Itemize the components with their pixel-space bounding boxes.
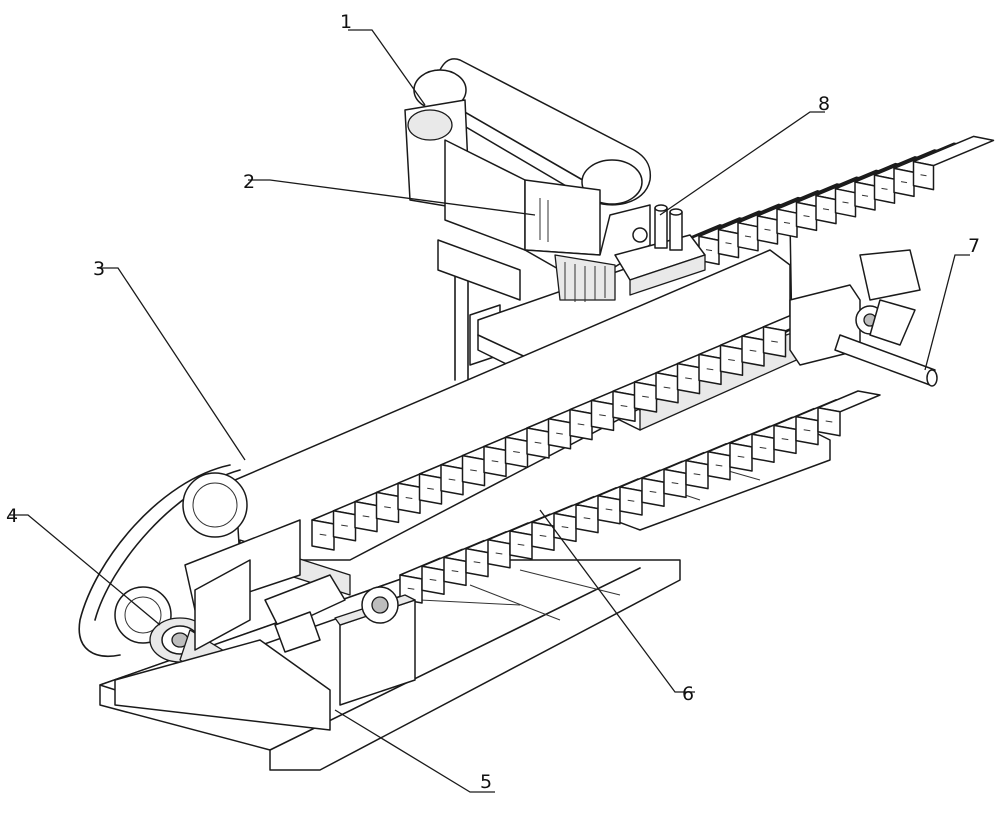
block-slot (451, 570, 459, 573)
block-slot (781, 438, 789, 441)
block-slot (429, 578, 437, 581)
block-slot (737, 455, 745, 458)
block-slot (599, 414, 606, 417)
block-slot (881, 187, 888, 190)
block-slot (803, 215, 810, 218)
block-slot (605, 508, 613, 511)
callout-8: 8 (818, 93, 830, 115)
output-shaft-assembly (789, 249, 938, 387)
leader-lines (10, 29, 970, 793)
block-slot (749, 349, 757, 352)
block-slot (405, 497, 413, 499)
block-slot (803, 429, 811, 432)
callout-1: 1 (340, 11, 352, 33)
block-slot (470, 469, 477, 472)
block-slot (920, 174, 927, 177)
block-slot (744, 235, 752, 238)
block-slot (341, 524, 348, 527)
callout-6: 6 (682, 683, 694, 705)
block-slot (764, 228, 771, 231)
block-slot (627, 499, 635, 502)
block-slot (577, 423, 585, 426)
block-slot (861, 194, 869, 197)
block-slot (556, 432, 563, 435)
block-slot (900, 181, 908, 184)
block-slot (561, 526, 569, 529)
block-slot (705, 249, 713, 252)
callout-7: 7 (968, 235, 980, 257)
drive-assembly (78, 464, 331, 731)
block-top (912, 135, 995, 167)
callout-2: 2 (243, 171, 255, 193)
block-slot (671, 482, 679, 485)
block-slot (715, 464, 723, 467)
block-slot (825, 420, 833, 423)
block-slot (427, 487, 434, 490)
robot-arm (404, 58, 652, 256)
callout-4: 4 (6, 505, 18, 527)
gearbox-housing (264, 574, 416, 706)
block-slot (491, 460, 499, 463)
block-slot (513, 451, 520, 453)
block-slot (728, 359, 735, 361)
block-slot (384, 506, 391, 509)
callout-3: 3 (93, 258, 105, 280)
block-slot (473, 561, 481, 564)
block-slot (517, 543, 525, 546)
pneumatic-unit (614, 204, 706, 296)
block-slot (842, 201, 849, 204)
block-slot (539, 534, 547, 537)
block-slot (725, 242, 732, 245)
block-slot (495, 552, 503, 555)
block-slot (642, 395, 649, 398)
block-slot (783, 221, 791, 224)
block-slot (362, 515, 370, 518)
block-slot (620, 405, 628, 407)
callout-5: 5 (480, 771, 492, 793)
block-slot (771, 340, 778, 343)
block-slot (448, 478, 456, 481)
block-slot (706, 368, 714, 371)
block-slot (693, 473, 701, 476)
rear-block-row (659, 135, 995, 279)
block-slot (685, 377, 692, 380)
block-slot (534, 441, 542, 444)
block-top (817, 390, 881, 413)
block-slot (583, 517, 591, 520)
block-slot (319, 533, 327, 536)
block-slot (663, 386, 671, 389)
block-slot (407, 587, 415, 590)
block-slot (649, 490, 657, 493)
block-slot (759, 446, 767, 449)
block-slot (822, 208, 830, 211)
callout-labels: 1 2 3 4 5 6 7 8 (6, 11, 980, 793)
